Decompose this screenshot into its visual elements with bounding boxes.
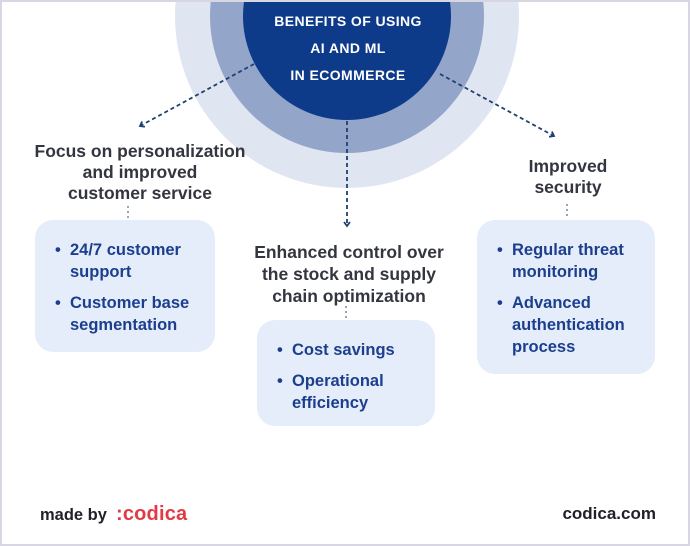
footer-made-by: made by :codica: [40, 503, 187, 526]
list-item: Operational efficiency: [276, 370, 425, 414]
center-circle-inner: [243, 2, 451, 120]
bullet-list: Cost savings Operational efficiency: [276, 339, 425, 414]
center-title: BENEFITS OF USING AI AND ML IN ECOMMERCE: [237, 8, 459, 89]
list-item: Cost savings: [276, 339, 425, 361]
list-item: Regular threat monitoring: [496, 239, 645, 283]
bullet-list: 24/7 customer support Customer base segm…: [54, 239, 205, 336]
heading-line: customer service: [68, 183, 212, 203]
dashed-arrow-left: [138, 63, 255, 128]
center-title-line: BENEFITS OF USING: [274, 13, 422, 29]
heading-line: chain optimization: [272, 286, 426, 306]
heading-line: Focus on personalization: [34, 141, 246, 161]
dashed-arrow-right: [439, 73, 556, 138]
card-supply-chain: Cost savings Operational efficiency: [257, 320, 435, 426]
list-item: Customer base segmentation: [54, 292, 205, 336]
card-personalization: 24/7 customer support Customer base segm…: [35, 220, 215, 352]
heading-supply-chain: Enhanced control over the stock and supp…: [234, 241, 464, 307]
heading-line: Enhanced control over: [254, 242, 444, 262]
center-title-line: AI AND ML: [310, 40, 386, 56]
heading-line: security: [534, 177, 602, 197]
heading-line: Improved: [528, 156, 608, 176]
list-item: Advanced authentication process: [496, 292, 645, 358]
bullet-list: Regular threat monitoring Advanced authe…: [496, 239, 645, 358]
heading-personalization: Focus on personalization and improved cu…: [15, 141, 265, 204]
codica-logo: :codica: [115, 503, 188, 525]
made-by-label: made by: [40, 506, 107, 524]
footer-site-url: codica.com: [562, 504, 656, 523]
card-security: Regular threat monitoring Advanced authe…: [477, 220, 655, 374]
heading-security: Improved security: [488, 156, 648, 198]
heading-line: the stock and supply: [261, 264, 437, 284]
list-item: 24/7 customer support: [54, 239, 205, 283]
heading-line: and improved: [82, 162, 198, 182]
center-title-line: IN ECOMMERCE: [290, 67, 406, 83]
